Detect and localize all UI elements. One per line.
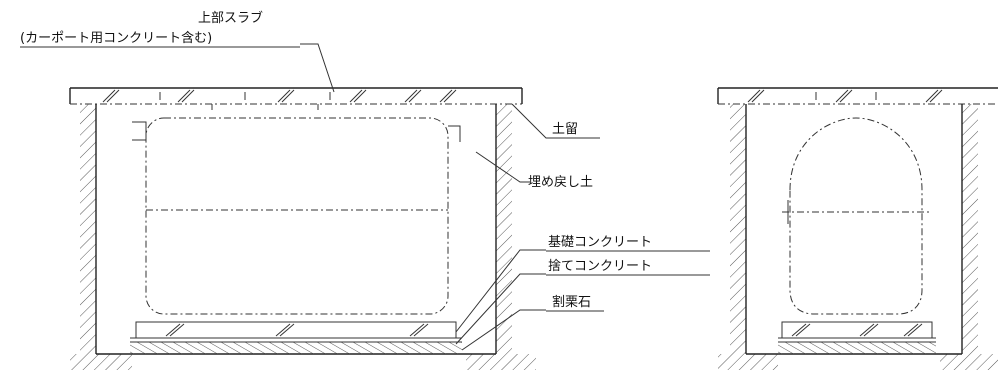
right-gravel-layer	[778, 342, 936, 354]
label-leveling-concrete: 捨てコンクリート	[548, 258, 652, 274]
left-tank-outline	[145, 117, 449, 315]
right-top-slab	[717, 87, 998, 105]
label-earth-pressure: 土留	[552, 122, 578, 137]
right-foundation-concrete	[781, 321, 933, 339]
label-top-slab-line1: 上部スラブ	[198, 10, 263, 26]
label-top-slab-line2: (カーポート用コンクリート含む)	[20, 30, 212, 46]
left-soil-wall-right	[496, 104, 512, 354]
right-soil-wall-left	[730, 104, 746, 354]
label-foundation-concrete: 基礎コンクリート	[548, 235, 652, 250]
left-top-slab	[69, 87, 523, 105]
right-section	[717, 87, 998, 370]
left-gravel-layer	[130, 342, 462, 354]
left-section	[69, 43, 600, 370]
left-soil-wall-left	[80, 104, 96, 354]
right-soil-wall-right	[962, 104, 978, 354]
label-backfill: 埋め戻し土	[528, 175, 593, 190]
label-gravel: 割栗石	[552, 294, 591, 310]
right-tank-outline	[789, 117, 923, 315]
left-foundation-concrete	[135, 321, 457, 339]
